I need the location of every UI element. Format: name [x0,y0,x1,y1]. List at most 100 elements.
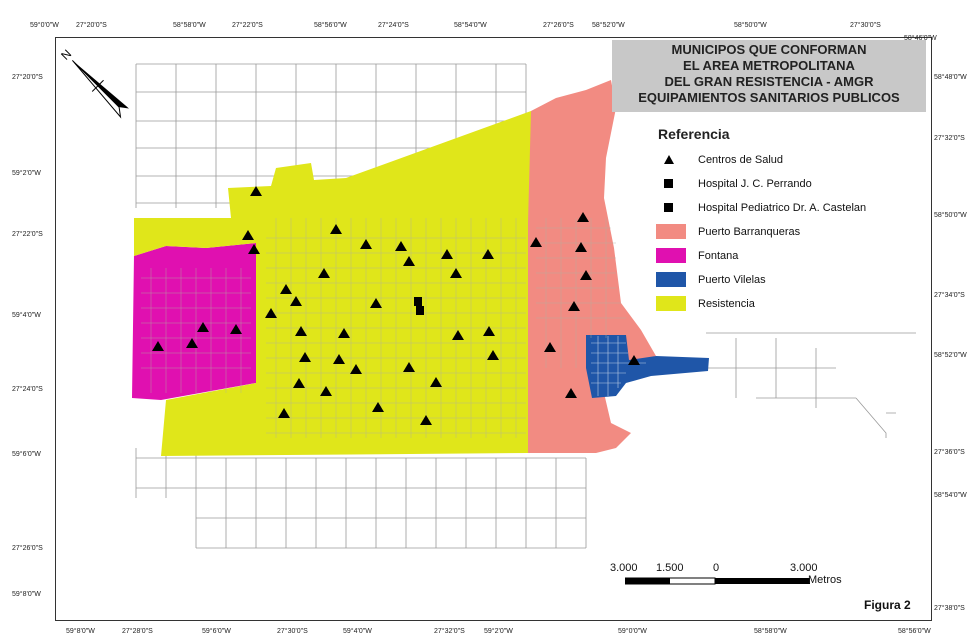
health-center-marker [483,326,495,336]
legend-item-hospital-castelan: Hospital Pediatrico Dr. A. Castelan [650,198,910,222]
map-title-line: EL AREA METROPOLITANA [683,58,855,73]
legend-item-barranqueras: Puerto Barranqueras [650,222,910,246]
legend-title: Referencia [658,126,730,142]
health-center-marker [295,326,307,336]
legend-item-fontana: Fontana [650,246,910,270]
legend-label: Hospital Pediatrico Dr. A. Castelan [698,202,867,214]
coord-right-label: 27°36'0"S [934,449,965,456]
health-center-marker [565,388,577,398]
resistencia-area [134,111,531,456]
barranqueras-swatch [656,224,686,239]
health-center-marker [333,354,345,364]
health-center-marker [360,239,372,249]
legend-label: Centros de Salud [698,154,783,166]
health-center-marker [577,212,589,222]
health-center-marker [544,342,556,352]
coord-bottom-label: 59°0'0"W [618,628,647,635]
health-center-marker [197,322,209,332]
health-center-marker [403,362,415,372]
health-center-marker [290,296,302,306]
health-center-marker [372,402,384,412]
hospital-castelan-marker [416,306,424,315]
map-title-line: DEL GRAN RESISTENCIA - AMGR [664,74,874,89]
map-frame [55,37,932,621]
coord-top-label: 59°0'0"W [30,22,59,29]
legend-label: Hospital J. C. Perrando [698,178,812,190]
health-center-marker [280,284,292,294]
health-center-marker [575,242,587,252]
coord-left-label: 59°8'0"W [12,591,41,598]
north-arrow-icon [72,60,129,119]
coord-bottom-label: 59°2'0"W [484,628,513,635]
map-canvas [132,63,916,549]
health-center-marker [628,355,640,365]
health-centers-layer [152,186,640,425]
north-label: N [58,47,74,63]
fontana-area [132,243,256,400]
resistencia-swatch [656,296,686,311]
health-center-marker [278,408,290,418]
urban-texture [141,218,626,438]
legend-item-centros-salud: Centros de Salud [650,150,910,174]
health-center-marker [248,244,260,254]
health-center-marker [452,330,464,340]
map-title-box: MUNICIPOS QUE CONFORMAN EL AREA METROPOL… [612,40,926,112]
coord-left-label: 27°26'0"S [12,545,43,552]
vilelas-swatch [656,272,686,287]
legend: Referencia Centros de Salud Hospital J. … [650,126,910,318]
scale-unit: Metros [808,574,842,586]
figure-label: Figura 2 [864,598,911,612]
legend-item-vilelas: Puerto Vilelas [650,270,910,294]
triangle-icon [664,155,674,164]
health-center-marker [293,378,305,388]
coord-top-label: 27°26'0"S [543,22,574,29]
coord-top-label: 58°52'0"W [592,22,625,29]
coord-right-label: 27°32'0"S [934,135,965,142]
coord-top-label: 58°56'0"W [314,22,347,29]
health-center-marker [487,350,499,360]
health-center-marker [395,241,407,251]
square-icon [664,203,673,212]
health-center-marker [370,298,382,308]
square-icon [664,179,673,188]
hospital-perrando-marker [414,297,422,306]
health-center-marker [320,386,332,396]
health-center-marker [338,328,350,338]
scale-label: 1.500 [656,562,684,574]
health-center-marker [186,338,198,348]
legend-label: Fontana [698,250,739,262]
coord-right-label: 58°54'0"W [934,492,967,499]
coord-bottom-label: 59°6'0"W [202,628,231,635]
coord-left-label: 59°6'0"W [12,451,41,458]
coord-top-label: 58°50'0"W [734,22,767,29]
health-center-marker [430,377,442,387]
map-title-line: EQUIPAMIENTOS SANITARIOS PUBLICOS [638,90,900,105]
legend-item-hospital-perrando: Hospital J. C. Perrando [650,174,910,198]
coord-bottom-label: 58°58'0"W [754,628,787,635]
coord-left-label: 27°22'0"S [12,231,43,238]
health-center-marker [152,341,164,351]
health-center-marker [441,249,453,259]
legend-label: Puerto Vilelas [698,274,766,286]
coord-top-label: 27°24'0"S [378,22,409,29]
coord-right-label: 58°46'0"W [904,35,937,42]
scale-bar: 3.000 1.500 0 3.000 Metros [610,562,860,592]
coord-left-label: 27°20'0"S [12,74,43,81]
fontana-swatch [656,248,686,263]
vilelas-texture [591,336,646,396]
scale-label: 0 [713,562,720,574]
health-center-marker [299,352,311,362]
legend-label: Resistencia [698,298,755,310]
coord-left-label: 59°4'0"W [12,312,41,319]
coord-top-label: 58°58'0"W [173,22,206,29]
coord-left-label: 59°2'0"W [12,170,41,177]
health-center-marker [580,270,592,280]
health-center-marker [230,324,242,334]
coord-right-label: 58°52'0"W [934,352,967,359]
scale-label: 3.000 [790,562,818,574]
health-center-marker [250,186,262,196]
scale-label: 3.000 [610,562,638,574]
coord-top-label: 58°54'0"W [454,22,487,29]
legend-item-resistencia: Resistencia [650,294,910,318]
vilelas-area [586,335,709,398]
